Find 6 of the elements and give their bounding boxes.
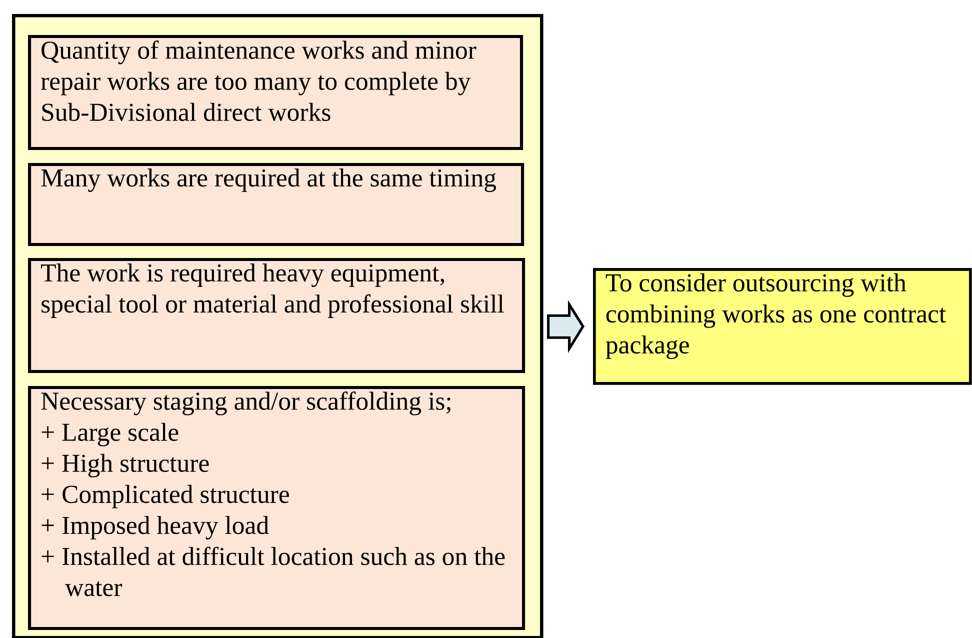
block-arrow	[547, 300, 585, 354]
text-box: Quantity of maintenance works and minor repair works are too many to complete by Sub-Divisional direct works	[28, 35, 524, 150]
result-box: To consider outsourcing with combining works as one contract package	[593, 268, 972, 385]
text-box: Necessary staging and/or scaffolding is; + Large scale + High structure + Complicated structure + Imposed heavy load + Installed at difficult location such as on the water	[28, 386, 526, 630]
text-box: The work is required heavy equipment, special tool or material and professional skill	[28, 258, 526, 374]
text-box: Many works are required at the same timing	[28, 163, 524, 246]
